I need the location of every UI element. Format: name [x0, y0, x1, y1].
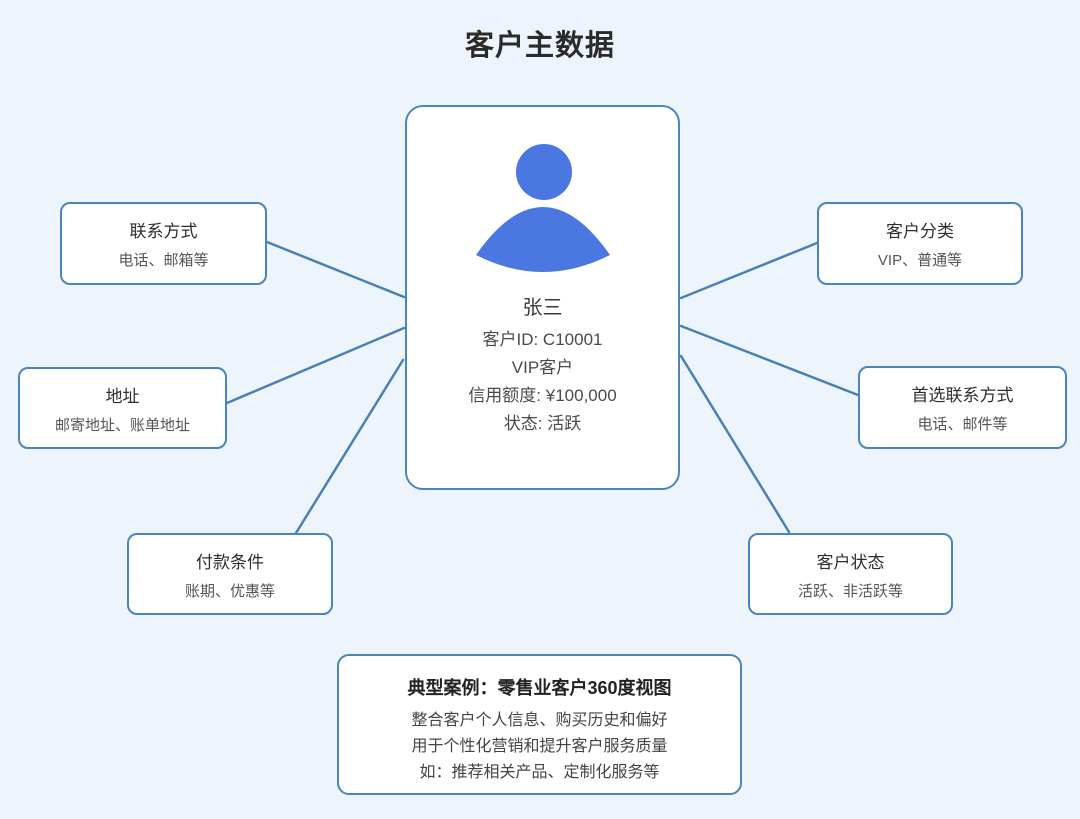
node-preferred-contact: 首选联系方式 电话、邮件等 — [858, 366, 1067, 449]
customer-status-line: 状态: 活跃 — [503, 414, 582, 433]
node-subtitle: 电话、邮件等 — [917, 416, 1008, 433]
customer-credit-limit: 信用额度: ¥100,000 — [468, 386, 617, 405]
connector-contact-methods — [265, 240, 406, 299]
node-title: 付款条件 — [196, 552, 264, 572]
customer-details: 客户ID: C10001 VIP客户 信用额度: ¥100,000 状态: 活跃 — [468, 326, 616, 438]
node-address: 地址 邮寄地址、账单地址 — [18, 367, 227, 449]
connector-payment-terms — [294, 358, 405, 535]
node-subtitle: VIP、普通等 — [877, 252, 963, 269]
person-head — [515, 144, 572, 200]
node-subtitle: 活跃、非活跃等 — [797, 582, 903, 600]
node-title: 客户分类 — [886, 222, 954, 241]
case-study-box: 典型案例：零售业客户360度视图 整合客户个人信息、购买历史和偏好 用于个性化营… — [337, 654, 742, 795]
connector-customer-status — [679, 354, 791, 534]
node-payment-terms: 付款条件 账期、优惠等 — [127, 533, 333, 615]
node-title: 联系方式 — [129, 222, 198, 241]
connector-customer-category — [679, 241, 819, 300]
node-title: 首选联系方式 — [911, 386, 1014, 405]
customer-vip-label: VIP客户 — [511, 358, 574, 377]
person-body — [475, 207, 610, 272]
case-study-line: 如：推荐相关产品、定制化服务等 — [419, 764, 660, 781]
case-study-title: 典型案例：零售业客户360度视图 — [407, 678, 672, 698]
connector-address — [225, 326, 406, 405]
person-icon — [475, 144, 610, 272]
customer-id: 客户ID: C10001 — [482, 330, 603, 349]
connector-preferred-contact — [679, 324, 860, 397]
node-subtitle: 电话、邮箱等 — [118, 252, 209, 269]
node-subtitle: 邮寄地址、账单地址 — [54, 416, 190, 434]
node-customer-status: 客户状态 活跃、非活跃等 — [748, 533, 953, 615]
case-study-line: 整合客户个人信息、购买历史和偏好 — [411, 712, 668, 729]
node-customer-category: 客户分类 VIP、普通等 — [817, 202, 1023, 285]
case-study-lines: 整合客户个人信息、购买历史和偏好 用于个性化营销和提升客户服务质量 如：推荐相关… — [339, 708, 740, 786]
node-title: 地址 — [105, 386, 140, 406]
page-title: 客户主数据 — [464, 30, 615, 62]
customer-card: 张三 客户ID: C10001 VIP客户 信用额度: ¥100,000 状态:… — [405, 105, 680, 490]
customer-name: 张三 — [522, 297, 563, 319]
node-subtitle: 账期、优惠等 — [184, 582, 275, 600]
case-study-line: 用于个性化营销和提升客户服务质量 — [411, 738, 668, 755]
node-title: 客户状态 — [816, 552, 885, 572]
node-contact-methods: 联系方式 电话、邮箱等 — [60, 202, 267, 285]
